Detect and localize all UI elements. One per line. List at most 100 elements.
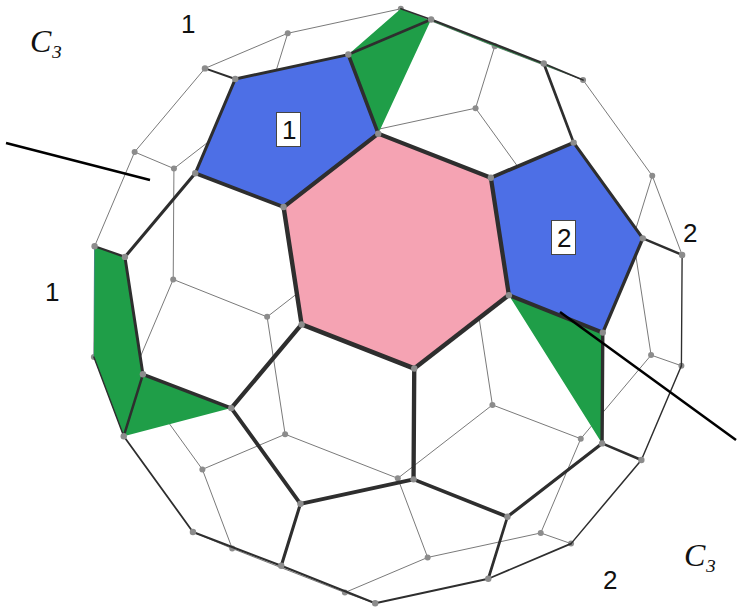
back-bond — [492, 405, 580, 439]
carbon-atom — [202, 65, 208, 71]
carbon-atom — [485, 576, 491, 582]
front-bond — [124, 374, 143, 436]
carbon-atom — [679, 252, 685, 258]
front-bond — [195, 79, 235, 173]
carbon-atom — [570, 139, 576, 145]
carbon-atom — [297, 501, 303, 507]
carbon-atom — [345, 51, 351, 57]
back-bond — [428, 533, 541, 557]
carbon-atom — [488, 175, 494, 181]
front-bond — [488, 517, 507, 579]
carbon-atom — [599, 440, 605, 446]
front-bond — [491, 178, 509, 295]
front-bond — [235, 55, 348, 79]
face-label-box: 2 — [551, 220, 576, 255]
carbon-atom — [91, 243, 97, 249]
front-bond — [509, 295, 603, 332]
carbon-atom — [285, 30, 291, 36]
colored-face — [491, 143, 643, 333]
front-bond — [600, 333, 604, 444]
front-bond — [95, 246, 125, 257]
carbon-atom — [171, 166, 177, 172]
face-number: 2 — [601, 566, 619, 595]
face-number: 1 — [43, 278, 61, 307]
symmetry-axis — [6, 143, 150, 180]
face-number: 2 — [557, 224, 570, 253]
front-bond — [94, 357, 124, 436]
carbon-atom — [228, 405, 234, 411]
back-bond — [285, 434, 398, 478]
carbon-atom — [199, 466, 205, 472]
symmetry-axis — [560, 312, 736, 440]
carbon-atom — [122, 254, 128, 260]
front-bond — [302, 324, 415, 368]
back-bond — [541, 533, 571, 544]
carbon-atom — [504, 514, 510, 520]
front-bond — [431, 19, 544, 63]
front-bond — [193, 532, 281, 566]
carbon-atom — [170, 276, 176, 282]
carbon-atom — [264, 314, 270, 320]
carbon-atom — [640, 235, 646, 241]
back-bond — [267, 317, 285, 434]
front-bond — [124, 436, 193, 532]
carbon-atom — [372, 600, 378, 606]
front-bond — [603, 238, 643, 332]
front-bond — [401, 9, 431, 20]
back-bond — [345, 557, 428, 592]
back-bond — [173, 169, 175, 280]
axis-label: C₃ — [28, 24, 64, 59]
back-bond — [398, 478, 428, 557]
carbon-atom — [121, 433, 127, 439]
carbon-atom — [410, 476, 416, 482]
front-bond — [507, 443, 602, 516]
front-bond — [348, 55, 378, 134]
carbon-atom — [411, 365, 417, 371]
front-bond — [281, 566, 375, 603]
carbon-atom — [638, 457, 644, 463]
carbon-atom — [232, 76, 238, 82]
carbon-atom — [649, 173, 655, 179]
front-bond — [411, 369, 416, 480]
back-bond — [135, 68, 205, 152]
carbon-atom — [506, 292, 512, 298]
front-bond — [544, 63, 574, 142]
colored-face — [491, 143, 643, 444]
back-bond — [583, 80, 652, 176]
back-bond — [173, 279, 267, 316]
front-bond — [602, 443, 641, 460]
front-bond — [348, 19, 431, 54]
face-label-box: 1 — [276, 112, 301, 147]
front-bond — [681, 255, 683, 366]
carbon-atom — [648, 352, 654, 358]
front-bond — [491, 143, 574, 178]
front-bond — [125, 257, 143, 374]
carbon-atom — [425, 554, 431, 560]
face-number: 1 — [179, 10, 197, 39]
back-bond — [205, 33, 288, 68]
carbon-atom — [192, 170, 198, 176]
carbon-atom — [473, 105, 479, 111]
back-bond — [135, 152, 174, 169]
front-bond — [375, 579, 488, 603]
carbon-atom — [280, 204, 286, 210]
front-bond — [641, 366, 681, 460]
front-bond — [281, 504, 300, 566]
carbon-atom — [140, 371, 146, 377]
axis-label: C₃ — [682, 538, 718, 573]
front-bond — [143, 374, 231, 408]
front-bond — [571, 460, 641, 544]
carbon-atom — [278, 563, 284, 569]
back-bond — [476, 46, 495, 108]
carbon-atom — [489, 402, 495, 408]
front-bond — [414, 295, 509, 368]
front-bond — [378, 134, 491, 178]
face-number: 2 — [681, 219, 699, 248]
front-bond — [643, 238, 682, 255]
carbon-atom — [282, 431, 288, 437]
front-bond — [284, 207, 302, 324]
colored-face — [284, 134, 509, 369]
